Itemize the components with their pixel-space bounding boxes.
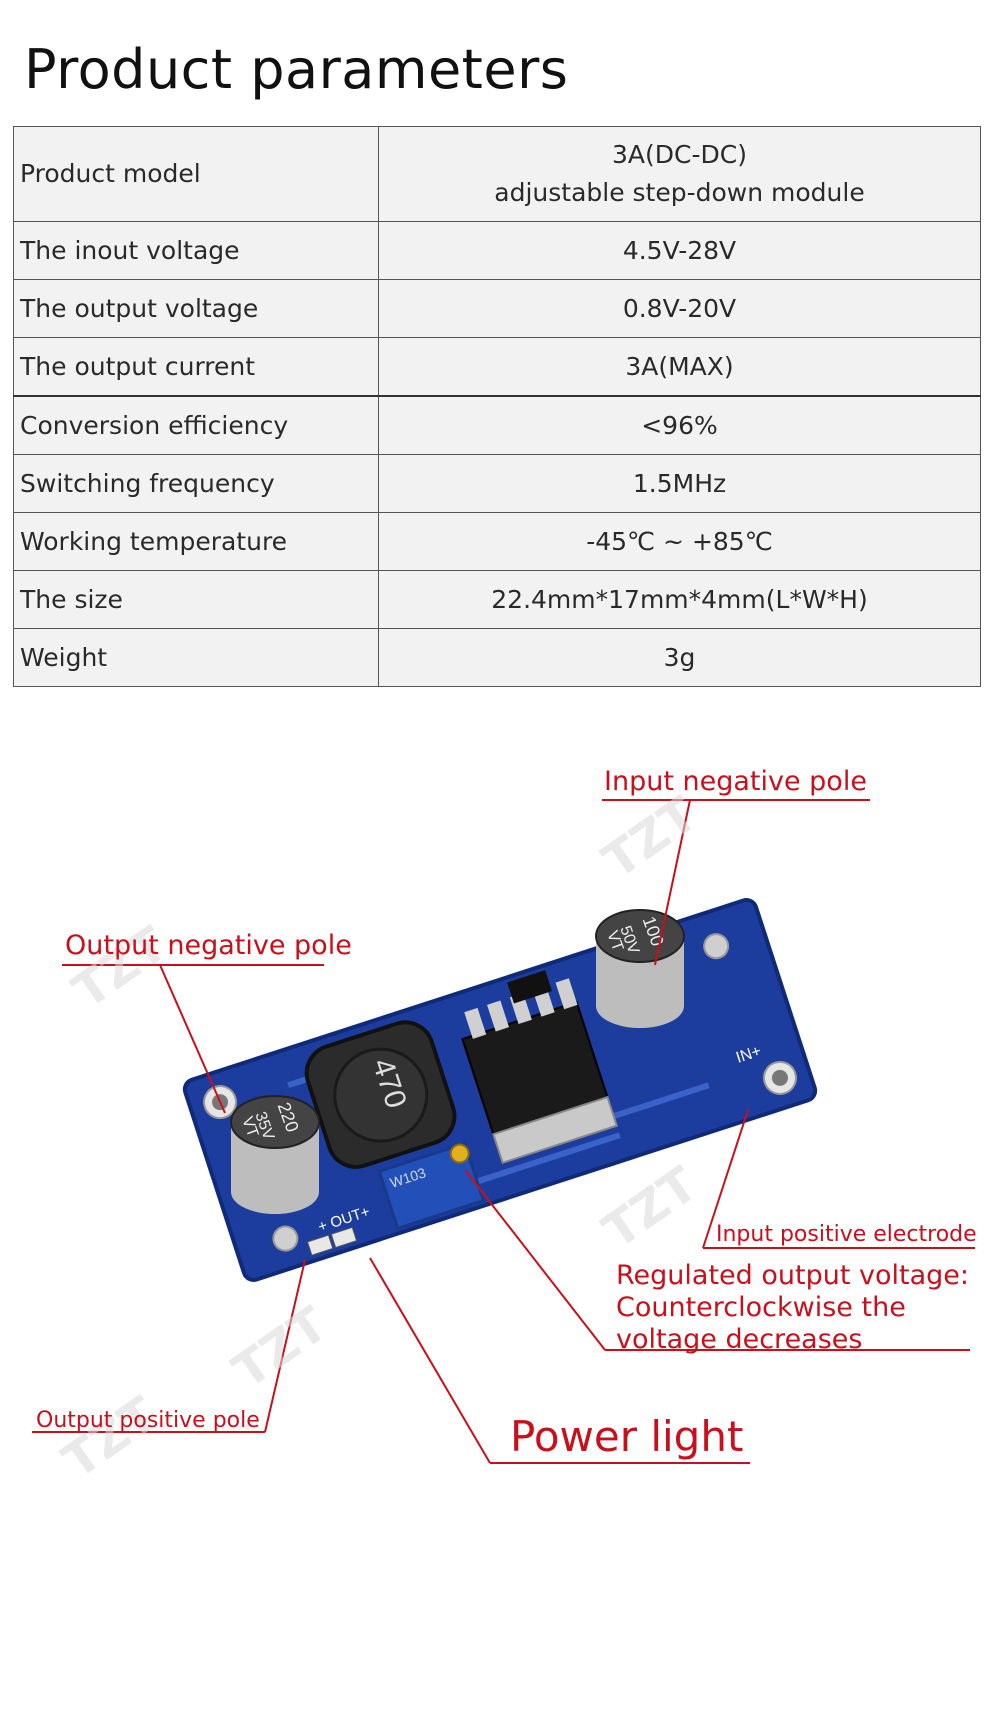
label-regulated-output-voltage-2: Counterclockwise the [616,1292,906,1323]
param-value-line2: adjustable step-down module [494,178,865,207]
param-key: Weight [13,628,379,687]
label-regulated-output-voltage-1: Regulated output voltage: [616,1260,969,1291]
param-key: Product model [13,126,379,222]
input-capacitor: 100 50V VT [595,909,685,1028]
param-value: <96% [378,395,981,455]
table-row: Product model 3A(DC-DC) adjustable step-… [13,126,981,222]
table-row: The inout voltage 4.5V-28V [13,221,981,280]
page-title: Product parameters [24,38,569,101]
label-power-light: Power light [510,1412,744,1461]
label-output-positive-pole: Output positive pole [36,1408,260,1433]
param-value: 3A(MAX) [378,337,981,397]
label-input-negative-pole: Input negative pole [604,766,867,797]
param-key: Working temperature [13,512,379,571]
label-regulated-output-voltage-3: voltage decreases [616,1324,863,1355]
param-value: 1.5MHz [378,454,981,513]
label-output-negative-pole: Output negative pole [65,930,352,961]
param-key: The size [13,570,379,629]
table-row: The output voltage 0.8V-20V [13,279,981,338]
table-row: The output current 3A(MAX) [13,337,981,397]
param-key: Switching frequency [13,454,379,513]
table-row: Weight 3g [13,628,981,687]
param-key: The inout voltage [13,221,379,280]
module-illustration: 100 50V VT 220 35V VT 470 IN+ + OUT+ W10… [32,799,975,1464]
param-value: 22.4mm*17mm*4mm(L*W*H) [378,570,981,629]
param-value-line1: 3A(DC-DC) [612,140,747,169]
leader-lines [32,799,975,1464]
label-input-positive-electrode: Input positive electrode [716,1222,977,1247]
param-value: 0.8V-20V [378,279,981,338]
pin-in-label: IN+ [734,1043,763,1067]
parameters-table: Product model 3A(DC-DC) adjustable step-… [13,126,981,687]
param-value: 3g [378,628,981,687]
param-value: -45℃ ~ +85℃ [378,512,981,571]
table-row: The size 22.4mm*17mm*4mm(L*W*H) [13,570,981,629]
cap-in-brand: VT [603,929,626,954]
param-key: Conversion efficiency [13,395,379,455]
param-value: 3A(DC-DC) adjustable step-down module [378,126,981,222]
param-key: The output voltage [13,279,379,338]
output-capacitor: 220 35V VT [230,1095,320,1214]
table-row: Switching frequency 1.5MHz [13,454,981,513]
module-diagram: 100 50V VT 220 35V VT 470 IN+ + OUT+ W10… [0,760,1000,1580]
param-value: 4.5V-28V [378,221,981,280]
cap-out-brand: VT [238,1115,261,1140]
table-row: Conversion efficiency <96% [13,395,981,455]
param-key: The output current [13,337,379,397]
table-row: Working temperature -45℃ ~ +85℃ [13,512,981,571]
